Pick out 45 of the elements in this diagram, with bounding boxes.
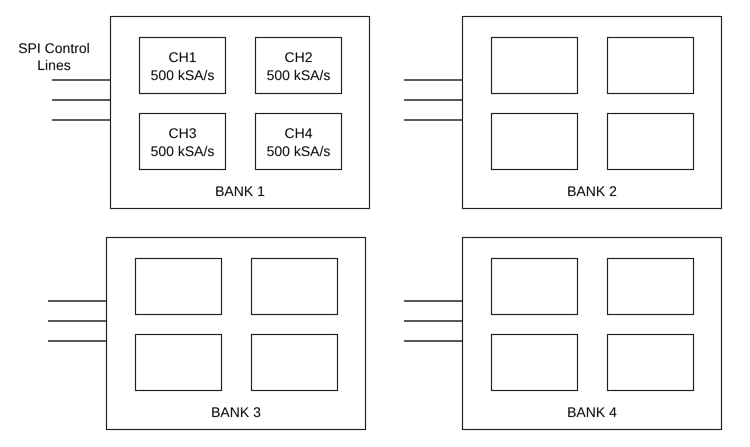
channel-box: [255, 37, 342, 94]
channel-box: [139, 113, 226, 170]
empty-channel-box: [607, 37, 694, 94]
bank-panel: [110, 16, 370, 209]
bank-label: BANK 1: [215, 182, 265, 200]
sample-rate: 500 kSA/s: [150, 66, 214, 84]
control-line: [52, 99, 110, 101]
empty-channel-box: [135, 334, 222, 391]
control-line: [48, 320, 106, 322]
bank-label: BANK 4: [567, 403, 617, 421]
bank-panel: [462, 16, 722, 209]
channel-box: [139, 37, 226, 94]
empty-channel-box: [607, 113, 694, 170]
empty-channel-box: [607, 258, 694, 315]
control-line: [404, 119, 462, 121]
channel-name: CH2: [284, 48, 312, 66]
channel-name: CH1: [168, 48, 196, 66]
channel-name: CH4: [284, 124, 312, 142]
bank-panel: [106, 237, 366, 430]
control-line: [404, 79, 462, 81]
bank-panel: [462, 237, 722, 430]
control-line: [404, 300, 462, 302]
channel-box: [255, 113, 342, 170]
sample-rate: 500 kSA/s: [150, 142, 214, 160]
line-group-label: SPI Control Lines: [17, 40, 91, 74]
bank-label: BANK 2: [567, 182, 617, 200]
empty-channel-box: [607, 334, 694, 391]
empty-channel-box: [491, 113, 578, 170]
control-line: [404, 320, 462, 322]
empty-channel-box: [491, 334, 578, 391]
empty-channel-box: [251, 258, 338, 315]
sample-rate: 500 kSA/s: [266, 142, 330, 160]
empty-channel-box: [251, 334, 338, 391]
sample-rate: 500 kSA/s: [266, 66, 330, 84]
control-line: [48, 300, 106, 302]
empty-channel-box: [135, 258, 222, 315]
bank-label: BANK 3: [211, 403, 261, 421]
channel-name: CH3: [168, 124, 196, 142]
control-line: [52, 79, 110, 81]
control-line: [48, 340, 106, 342]
control-line: [404, 340, 462, 342]
empty-channel-box: [491, 258, 578, 315]
control-line: [52, 119, 110, 121]
empty-channel-box: [491, 37, 578, 94]
control-line: [404, 99, 462, 101]
